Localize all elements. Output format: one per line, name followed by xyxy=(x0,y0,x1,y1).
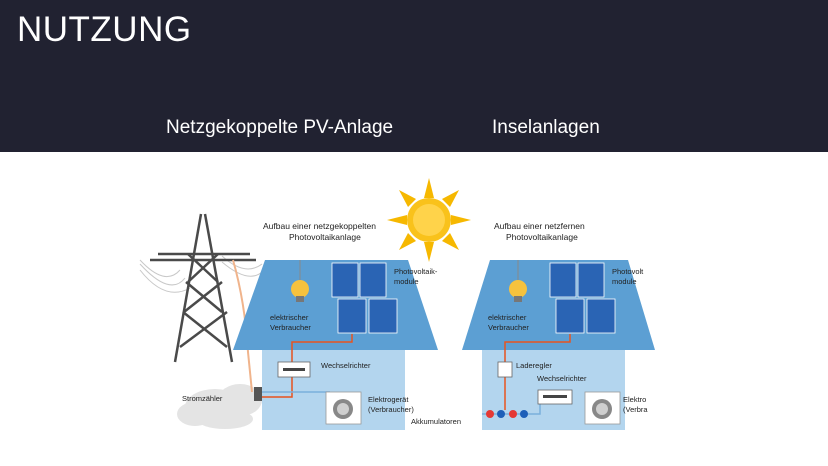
left-consumer-line1: elektrischer xyxy=(270,313,309,322)
charge-controller-box xyxy=(497,361,513,378)
right-inverter-label: Wechselrichter xyxy=(537,374,587,383)
left-consumer-line2: Verbraucher xyxy=(270,323,311,332)
right-consumer-line1: elektrischer xyxy=(488,313,527,322)
left-pv-label-line1: Photovoltaik- xyxy=(394,267,438,276)
transmission-tower xyxy=(150,213,256,363)
left-title-line1: Aufbau einer netzgekoppelten xyxy=(263,221,376,231)
cloud xyxy=(177,384,262,429)
left-pv-label-line2: module xyxy=(394,277,419,286)
right-appliance-line1: Elektro xyxy=(623,395,646,404)
battery-bank xyxy=(486,410,528,418)
right-pv-modules xyxy=(549,262,616,334)
power-lines xyxy=(139,255,263,293)
electricity-meter xyxy=(254,387,262,401)
left-inverter-label: Wechselrichter xyxy=(321,361,371,370)
sun-icon xyxy=(387,178,471,262)
grid-connected-house xyxy=(233,260,438,430)
left-title-line2: Photovoltaikanlage xyxy=(289,232,361,242)
right-bulb-icon xyxy=(509,260,527,302)
left-appliance-line2: (Verbraucher) xyxy=(368,405,414,414)
meter-label: Stromzähler xyxy=(182,394,223,403)
right-appliance-line2: (Verbra xyxy=(623,405,648,414)
left-bulb-icon xyxy=(291,260,309,302)
off-grid-house xyxy=(462,260,655,430)
left-appliance-line1: Elektrogerät xyxy=(368,395,409,404)
column-heading-off-grid: Inselanlagen xyxy=(492,117,600,138)
right-consumer-line2: Verbraucher xyxy=(488,323,529,332)
right-pv-label-line1: Photovolt xyxy=(612,267,644,276)
slide-title: NUTZUNG xyxy=(17,10,192,49)
batteries-label: Akkumulatoren xyxy=(411,417,461,426)
grid-cable xyxy=(232,259,253,393)
charge-controller-label: Laderegler xyxy=(516,361,552,370)
pv-systems-diagram: Aufbau einer netzgekoppelten Photovoltai… xyxy=(139,178,655,430)
left-pv-modules xyxy=(331,262,398,334)
column-heading-grid-connected: Netzgekoppelte PV-Anlage xyxy=(166,117,394,138)
slide-header: NUTZUNG Netzgekoppelte PV-Anlage Inselan… xyxy=(0,0,828,152)
right-title-line2: Photovoltaikanlage xyxy=(506,232,578,242)
right-pv-label-line2: module xyxy=(612,277,637,286)
right-title-line1: Aufbau einer netzfernen xyxy=(494,221,585,231)
